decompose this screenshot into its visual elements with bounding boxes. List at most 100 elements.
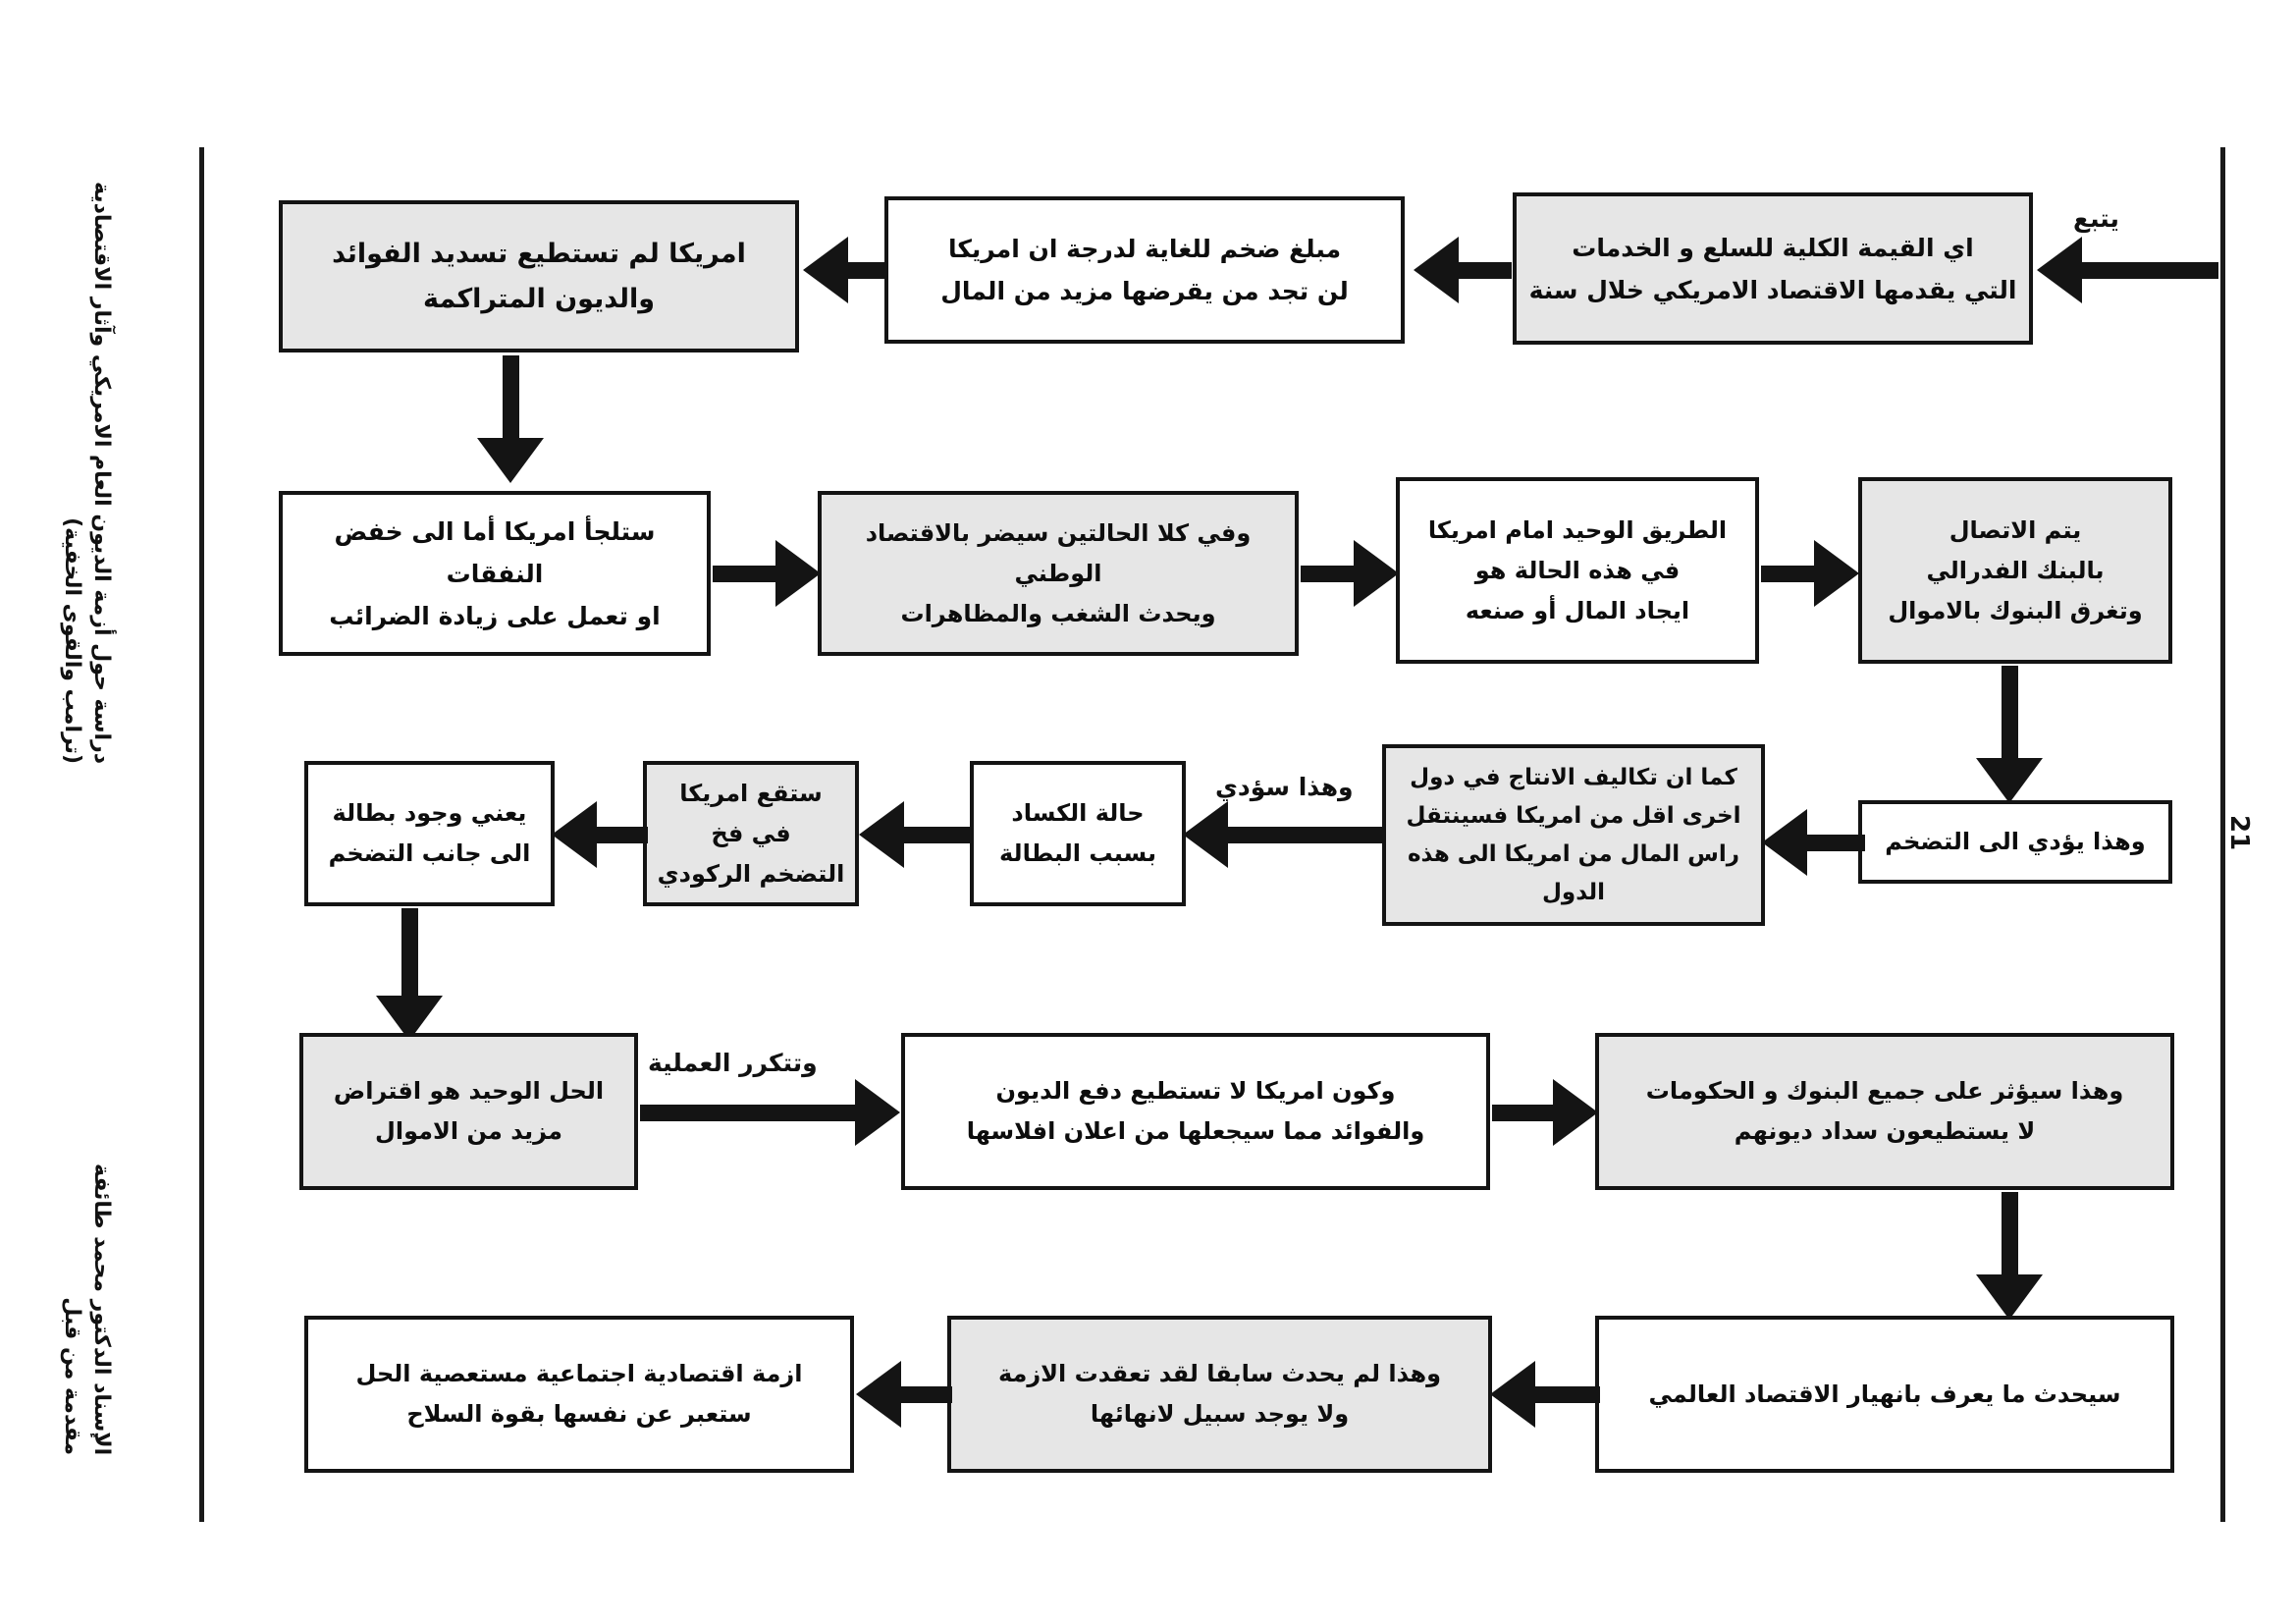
flow-node-n4: ستلجأ امريكا أما الى خفض النفقات او تعمل… <box>279 491 711 656</box>
flow-node-n17-line-1: وهذا لم يحدث سابقا لقد تعقدت الازمة <box>997 1360 1442 1387</box>
flow-node-n9-line-2: اخرى اقل من امريكا فسينتقل <box>1406 802 1741 829</box>
side-caption-top-line-2: (ترامب والقوى الخفية) <box>60 517 84 765</box>
arrow-n17-n18-head <box>856 1361 901 1428</box>
arrow-n2-n3-head <box>803 237 848 303</box>
arrow-n16-n17-shaft <box>1531 1386 1600 1403</box>
arrow-n9-n10-head <box>1183 801 1228 868</box>
flow-node-n10-line-2: بسبب البطالة <box>999 839 1156 867</box>
arrow-n10-n11-head <box>859 801 904 868</box>
arrow-n7-n8-head <box>1976 758 2043 803</box>
flow-node-n16-line-1: سيحدث ما يعرف بانهيار الاقتصاد العالمي <box>1648 1380 2121 1408</box>
arrow-n4-n5 <box>713 539 821 608</box>
flow-node-n14-line-1: وكون امريكا لا تستطيع دفع الديون <box>995 1077 1396 1105</box>
arrow-n11-n12 <box>552 800 648 869</box>
side-caption-top-line-1: دراسة حول أزمة الديون العام الامريكي وآث… <box>89 182 114 765</box>
arrow-entry-label: يتبع <box>2073 204 2119 233</box>
flow-node-n12-line-1: يعني وجود بطالة <box>332 799 527 827</box>
arrow-n2-n3 <box>803 236 886 304</box>
flow-node-n1-line-1: اي القيمة الكلية للسلع و الخدمات <box>1572 233 1974 262</box>
arrow-n17-n18-shaft <box>895 1386 952 1403</box>
flow-node-n18-line-2: ستعبر عن نفسها بقوة السلاح <box>406 1400 752 1428</box>
flow-node-n18: ازمة اقتصادية اجتماعية مستعصية الحل ستعب… <box>304 1316 854 1473</box>
flow-node-n4-line-2: او تعمل على زيادة الضرائب <box>329 601 661 630</box>
side-caption-top: دراسة حول أزمة الديون العام الامريكي وآث… <box>57 182 116 764</box>
flow-node-n7-line-2: بالبنك الفدرالي <box>1926 556 2105 584</box>
flow-node-n10-line-1: حالة الكساد <box>1011 799 1145 827</box>
flow-node-n5-line-1: وفي كلا الحالتين سيضر بالاقتصاد الوطني <box>865 518 1252 587</box>
flow-node-n9-line-3: راس المال من امريكا الى هذه الدول <box>1407 840 1740 905</box>
arrow-n7-n8-shaft <box>2002 666 2018 764</box>
page-rule-left <box>199 147 204 1522</box>
flow-node-n9-line-1: كما ان تكاليف الانتاج في دول <box>1410 764 1737 790</box>
arrow-n1-n2-head <box>1414 237 1459 303</box>
arrow-n14-n15-shaft <box>1492 1105 1559 1121</box>
flow-node-n12-line-2: الى جانب التضخم <box>328 839 531 867</box>
arrow-n13-n14-label: وتتكرر العملية <box>648 1049 818 1077</box>
flow-node-n17: وهذا لم يحدث سابقا لقد تعقدت الازمة ولا … <box>947 1316 1492 1473</box>
flow-node-n13: الحل الوحيد هو اقتراض مزيد من الاموال <box>299 1033 638 1190</box>
flow-node-n15-line-1: وهذا سيؤثر على جميع البنوك و الحكومات <box>1645 1077 2124 1105</box>
flow-node-n15: وهذا سيؤثر على جميع البنوك و الحكومات لا… <box>1595 1033 2174 1190</box>
arrow-n17-n18 <box>856 1360 952 1429</box>
arrow-entry-head <box>2037 237 2082 303</box>
arrow-n10-n11 <box>859 800 972 869</box>
flow-node-n4-line-1: ستلجأ امريكا أما الى خفض النفقات <box>334 516 656 588</box>
arrow-n8-n9-shaft <box>1801 835 1865 851</box>
arrow-n9-n10-label: وهذا سؤدي <box>1215 773 1354 801</box>
flow-node-n8: وهذا يؤدي الى التضخم <box>1858 800 2172 884</box>
arrow-n9-n10 <box>1183 800 1384 869</box>
arrow-n6-n7 <box>1761 539 1859 608</box>
flow-node-n8-line-1: وهذا يؤدي الى التضخم <box>1885 828 2146 855</box>
flow-node-n14-line-2: والفوائد مما سيجعلها من اعلان افلاسها <box>966 1117 1425 1145</box>
flow-node-n6-line-1: الطريق الوحيد امام امريكا <box>1427 515 1728 544</box>
arrow-n16-n17 <box>1490 1360 1600 1429</box>
arrow-n14-n15-head <box>1553 1079 1598 1146</box>
flow-node-n17-line-2: ولا يوجد سبيل لانهائها <box>1090 1400 1350 1428</box>
arrow-n6-n7-shaft <box>1761 566 1820 582</box>
arrow-n15-n16 <box>1975 1192 2044 1320</box>
arrow-n16-n17-head <box>1490 1361 1535 1428</box>
arrow-n10-n11-shaft <box>901 827 972 843</box>
flow-node-n2-line-1: مبلغ ضخم للغاية لدرجة ان امريكا <box>947 235 1342 263</box>
flow-node-n7-line-1: يتم الاتصال <box>1949 515 2082 544</box>
arrow-n15-n16-head <box>1976 1274 2043 1320</box>
arrow-n11-n12-shaft <box>591 827 648 843</box>
flow-node-n7-line-3: وتغرق البنوك بالاموال <box>1888 596 2143 624</box>
flow-node-n5-line-2: ويحدث الشغب والمظاهرات <box>900 599 1216 627</box>
flow-node-n3-line-1: امريكا لم تستطيع تسديد الفوائد <box>332 238 746 269</box>
arrow-n2-n3-shaft <box>842 262 886 279</box>
flow-node-n7: يتم الاتصال بالبنك الفدرالي وتغرق البنوك… <box>1858 477 2172 664</box>
flow-node-n3: امريكا لم تستطيع تسديد الفوائد والديون ا… <box>279 200 799 352</box>
flow-node-n15-line-2: لا يستطيعون سداد ديونهم <box>1734 1117 2036 1145</box>
arrow-n4-n5-shaft <box>713 566 781 582</box>
arrow-n12-n13-shaft <box>401 908 418 1001</box>
arrow-n3-n4 <box>476 355 545 483</box>
flow-node-n1-line-2: التي يقدمها الاقتصاد الامريكي خلال سنة <box>1528 275 2017 304</box>
flow-node-n11-line-1: ستقع امريكا في فخ <box>679 779 823 847</box>
arrow-n3-n4-shaft <box>503 355 519 444</box>
flow-node-n5: وفي كلا الحالتين سيضر بالاقتصاد الوطني و… <box>818 491 1299 656</box>
flow-node-n6: الطريق الوحيد امام امريكا في هذه الحالة … <box>1396 477 1759 664</box>
arrow-entry-shaft <box>2076 262 2218 279</box>
flow-node-n12: يعني وجود بطالة الى جانب التضخم <box>304 761 555 906</box>
flow-node-n14: وكون امريكا لا تستطيع دفع الديون والفوائ… <box>901 1033 1490 1190</box>
flow-node-n18-line-1: ازمة اقتصادية اجتماعية مستعصية الحل <box>355 1360 803 1387</box>
arrow-n7-n8 <box>1975 666 2044 803</box>
arrow-n8-n9-head <box>1762 809 1807 876</box>
arrow-n4-n5-head <box>775 540 821 607</box>
arrow-n14-n15 <box>1492 1078 1598 1147</box>
arrow-n6-n7-head <box>1814 540 1859 607</box>
flow-node-n2-line-2: لن تجد من يقرضها مزيد من المال <box>940 277 1349 305</box>
arrow-n1-n2 <box>1414 236 1512 304</box>
page-rule-right <box>2220 147 2225 1522</box>
arrow-n3-n4-head <box>477 438 544 483</box>
arrow-n8-n9 <box>1762 808 1865 877</box>
side-caption-bottom-line-2: مقدمة من قبل <box>60 1297 84 1456</box>
flow-node-n16: سيحدث ما يعرف بانهيار الاقتصاد العالمي <box>1595 1316 2174 1473</box>
flow-node-n1: اي القيمة الكلية للسلع و الخدمات التي يق… <box>1513 192 2033 345</box>
arrow-entry <box>2037 236 2218 304</box>
flow-node-n11: ستقع امريكا في فخ التضخم الركودي <box>643 761 859 906</box>
flow-node-n10: حالة الكساد بسبب البطالة <box>970 761 1186 906</box>
arrow-n15-n16-shaft <box>2002 1192 2018 1280</box>
